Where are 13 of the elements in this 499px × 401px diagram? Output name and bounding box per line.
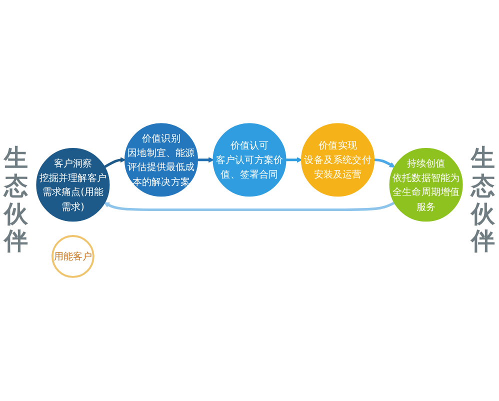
node-circle: 价值实现 设备及系统交付安装及运营 (301, 123, 375, 197)
arrow (374, 158, 396, 168)
node-circle: 客户洞察 挖掘并理解客户需求痛点(用能需求) (36, 148, 110, 222)
side-label: 生态伙伴 (471, 145, 495, 256)
side-label: 生态伙伴 (4, 145, 28, 256)
arrow (104, 201, 396, 212)
node-circle: 持续创值 依托数据智能为全生命周期增值服务 (389, 148, 463, 222)
node-circle: 价值识别 因地制宜、能源评估提供最低成本的解决方案 (124, 123, 198, 197)
arrow (104, 157, 126, 168)
node-circle: 用能客户 (52, 235, 94, 278)
arrow (285, 157, 302, 163)
arrow (197, 157, 214, 163)
node-circle: 价值认可 客户认可方案价值、签署合同 (212, 123, 286, 197)
